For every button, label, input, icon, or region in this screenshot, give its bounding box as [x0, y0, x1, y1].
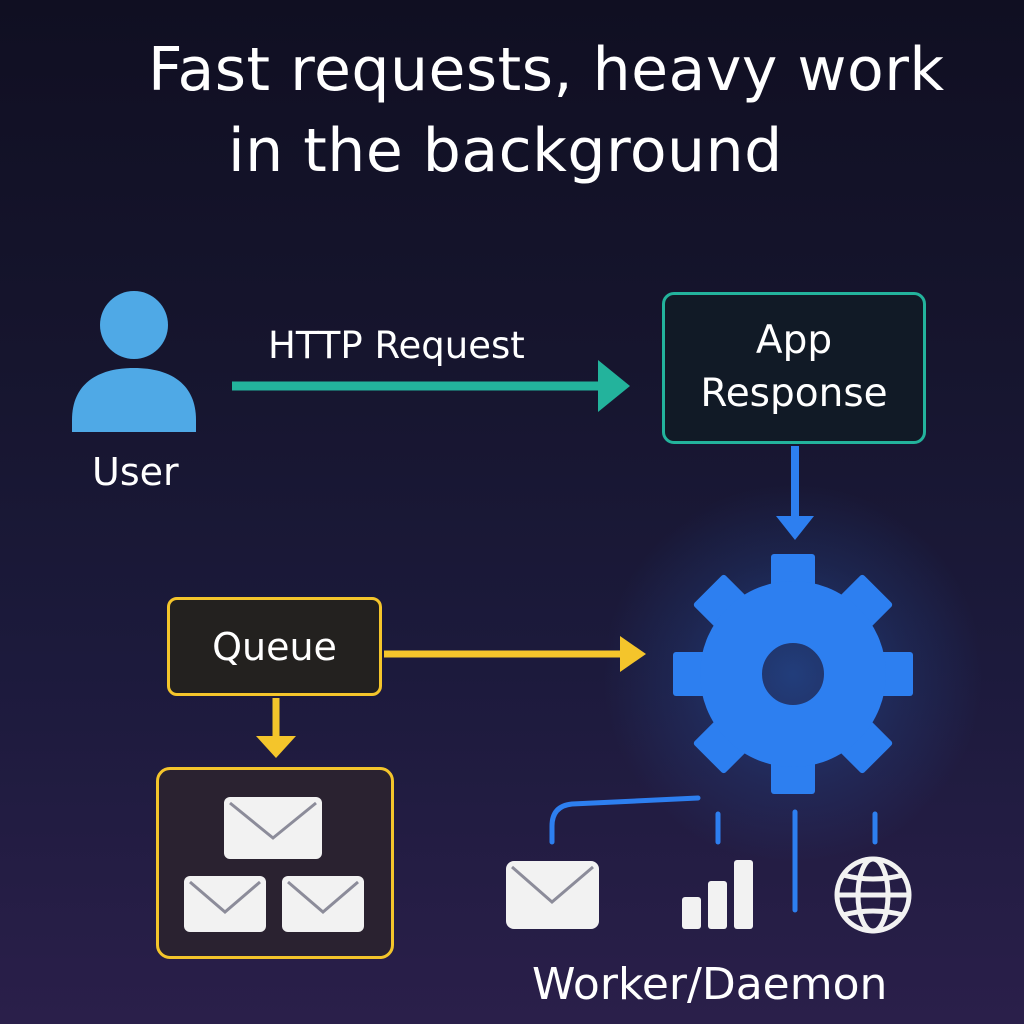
page-title-line-2: in the background — [228, 116, 783, 186]
globe-icon — [834, 856, 912, 934]
user-label: User — [92, 450, 179, 494]
page-title-line-1: Fast requests, heavy work — [148, 35, 945, 105]
queued-messages-box — [156, 767, 394, 959]
bar-chart-icon — [682, 860, 753, 929]
app-response-box: App Response — [662, 292, 926, 444]
queue-box: Queue — [167, 597, 382, 696]
mail-icon — [506, 861, 599, 929]
app-response-line-2: Response — [700, 371, 888, 416]
queue-label: Queue — [212, 624, 337, 669]
http-request-label: HTTP Request — [268, 324, 525, 367]
worker-daemon-label: Worker/Daemon — [532, 959, 888, 1010]
app-response-line-1: App — [755, 318, 833, 364]
